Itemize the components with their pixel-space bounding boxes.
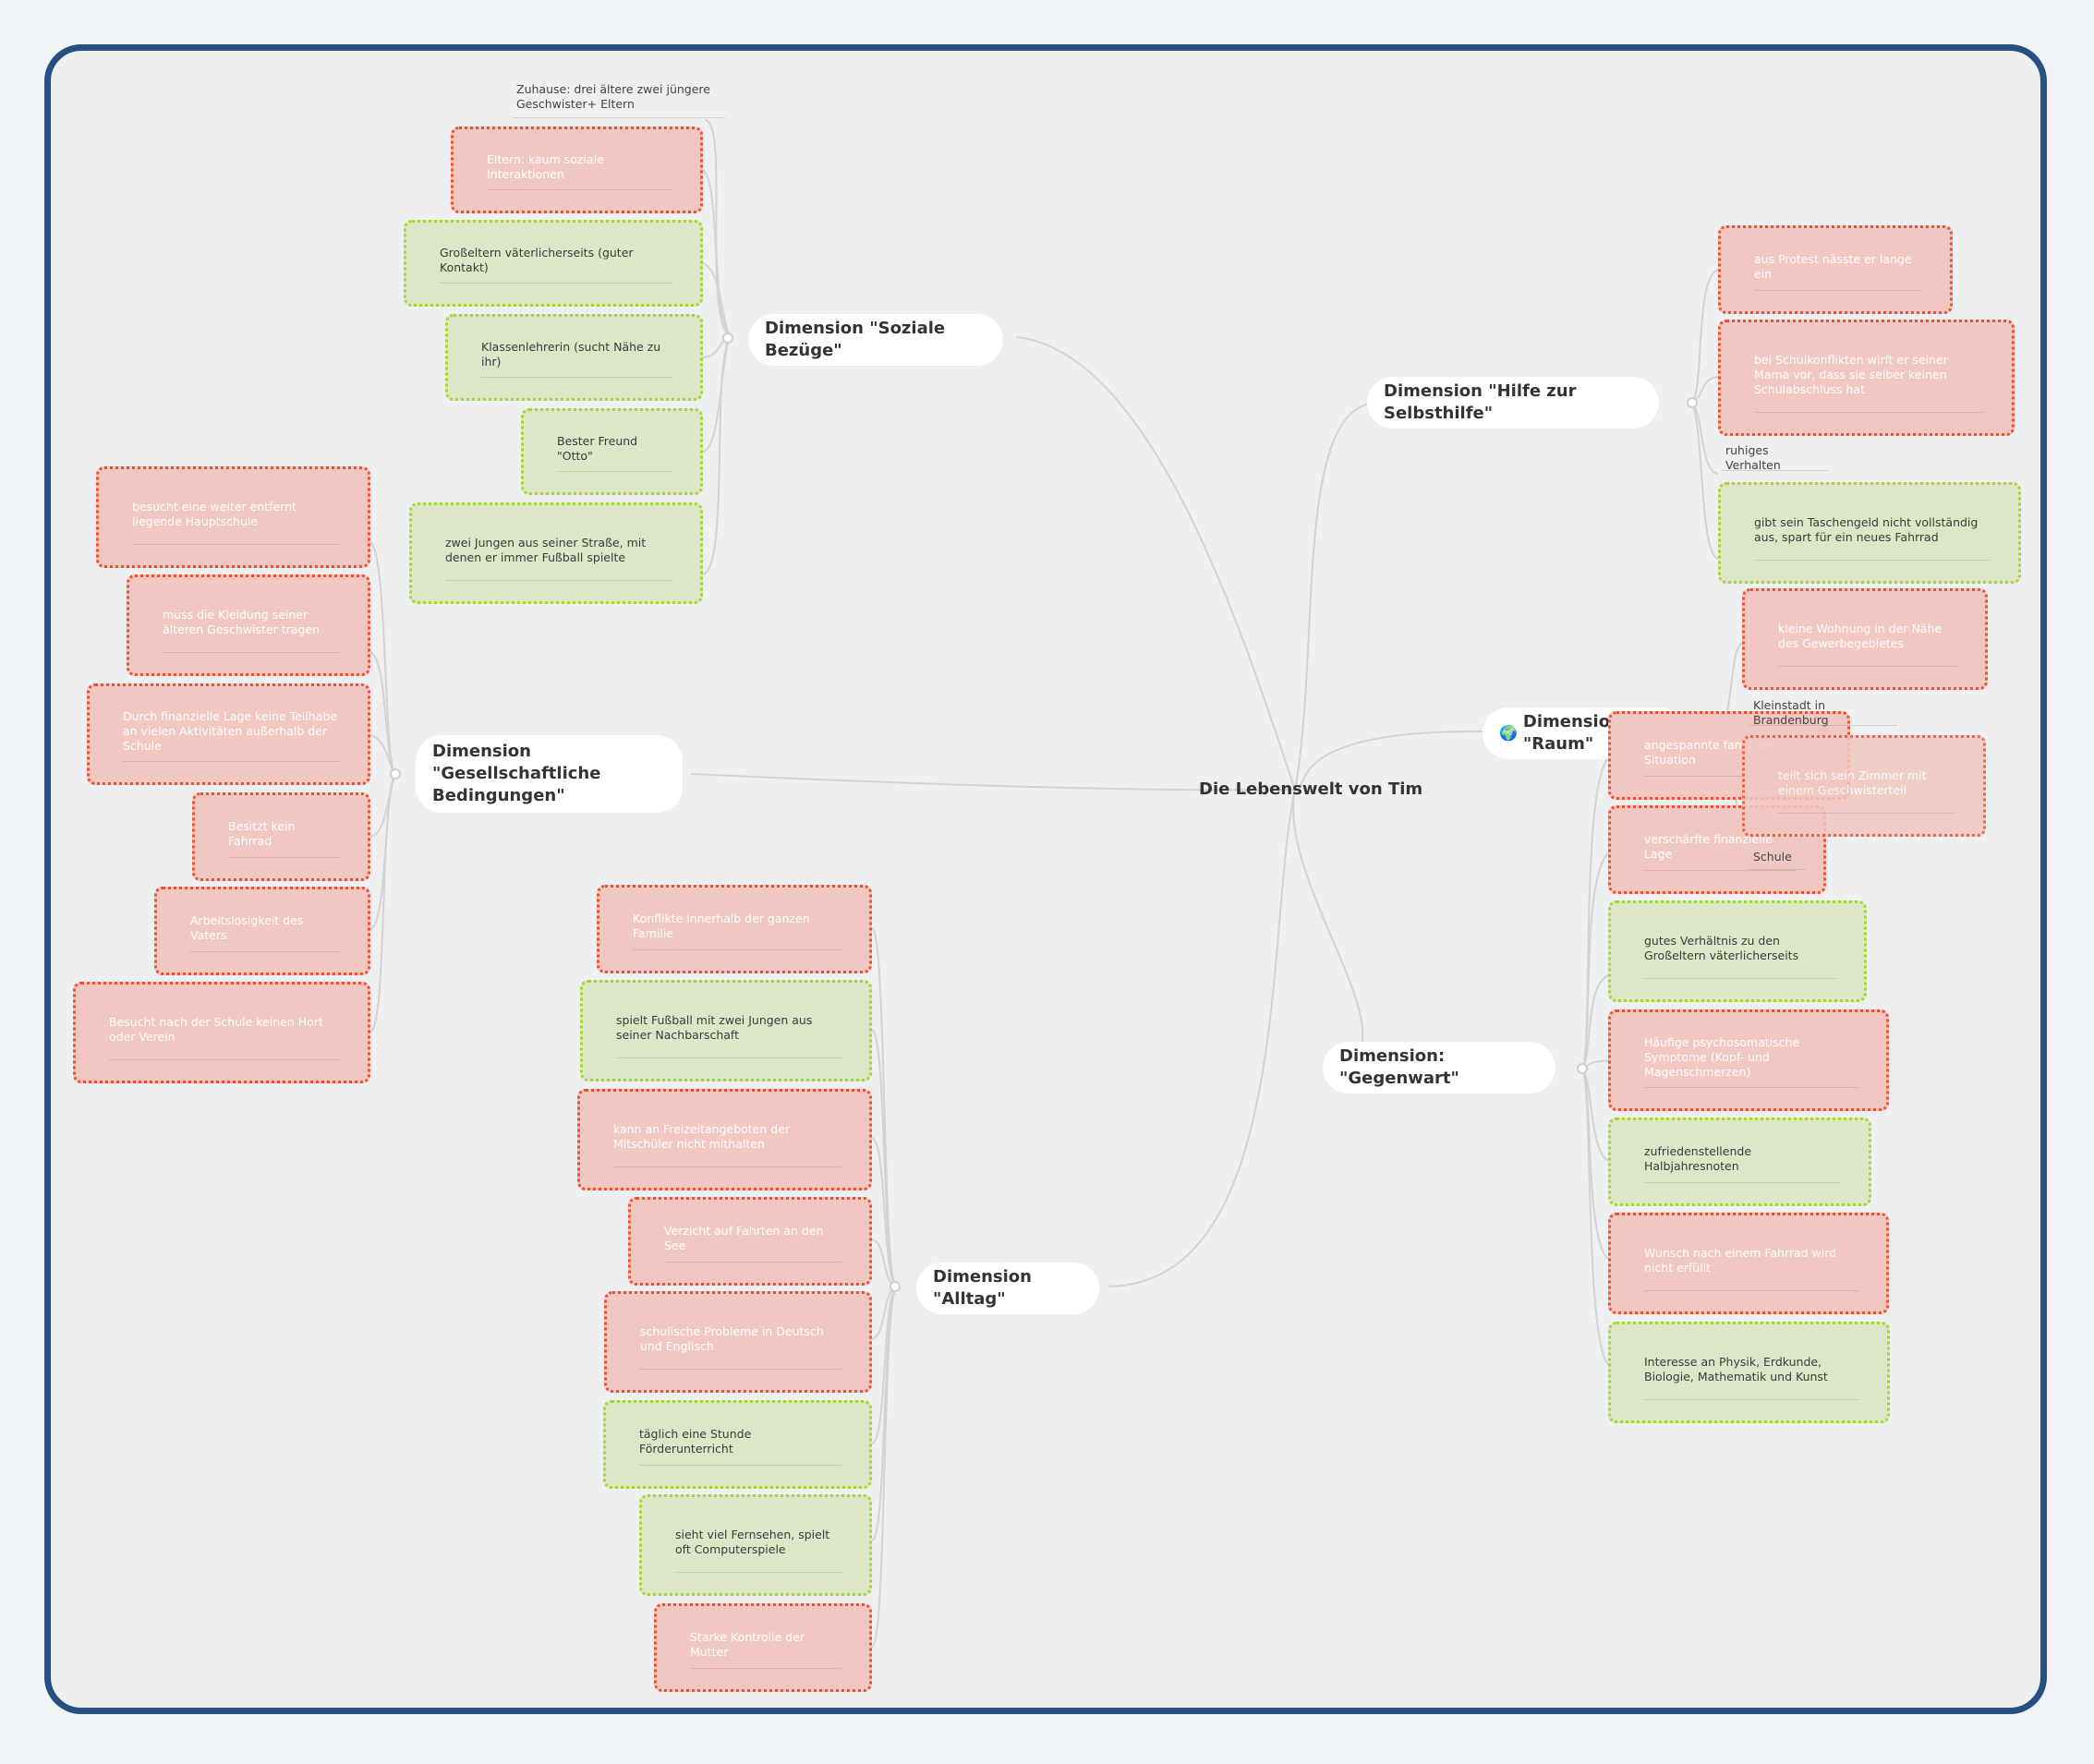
topic-label: Schule — [1753, 850, 1792, 864]
topic-label: spielt Fußball mit zwei Jungen aus seine… — [616, 1013, 813, 1042]
topic-node[interactable]: spielt Fußball mit zwei Jungen aus seine… — [580, 980, 872, 1081]
topic-node[interactable]: kleine Wohnung in der Nähe des Gewerbege… — [1742, 588, 1988, 690]
branch-toggle[interactable] — [722, 332, 733, 344]
topic-label: zwei Jungen aus seiner Straße, mit denen… — [445, 536, 647, 564]
topic-node[interactable]: gutes Verhältnis zu den Großeltern väter… — [1608, 900, 1867, 1002]
topic-label: Verzicht auf Fahrten an den See — [664, 1224, 824, 1252]
topic-label: Interesse an Physik, Erdkunde, Biologie,… — [1644, 1355, 1828, 1383]
topic-node[interactable]: Schule — [1749, 846, 1805, 874]
dimension-label: Dimension "Gesellschaftliche Bedingungen… — [432, 742, 601, 805]
topic-label: täglich eine Stunde Förderunterricht — [639, 1427, 752, 1456]
branch-toggle[interactable] — [1577, 1063, 1588, 1074]
topic-label: Häufige psychosomatische Symptome (Kopf-… — [1644, 1035, 1800, 1079]
topic-label: Großeltern väterlicherseits (guter Konta… — [440, 246, 634, 274]
topic-label: aus Protest nässte er lange ein — [1754, 252, 1912, 281]
topic-label: Eltern: kaum soziale Interaktionen — [487, 152, 604, 181]
topic-label: Durch finanzielle Lage keine Teilhabe an… — [123, 709, 338, 753]
topic-node[interactable]: teilt sich sein Zimmer mit einem Geschwi… — [1742, 735, 1986, 837]
dimension-label: Dimension: "Gegenwart" — [1339, 1046, 1459, 1088]
topic-label: teilt sich sein Zimmer mit einem Geschwi… — [1778, 768, 1927, 797]
topic-node[interactable]: Konflikte innerhalb der ganzen Familie — [597, 885, 872, 973]
topic-node[interactable]: Besitzt kein Fahrrad — [192, 792, 370, 881]
topic-label: sieht viel Fernsehen, spielt oft Compute… — [675, 1528, 830, 1556]
topic-label: Konflikte innerhalb der ganzen Familie — [633, 912, 810, 940]
topic-label: zufriedenstellende Halbjahresnoten — [1644, 1144, 1752, 1173]
topic-node[interactable]: schulische Probleme in Deutsch und Engli… — [604, 1291, 872, 1393]
topic-label: angespannte familiäre Situation — [1644, 738, 1774, 767]
topic-label: gutes Verhältnis zu den Großeltern väter… — [1644, 934, 1799, 962]
topic-label: Wunsch nach einem Fahrrad wird nicht erf… — [1644, 1246, 1837, 1275]
topic-label: Bester Freund "Otto" — [557, 434, 638, 463]
dimension-label: Dimension "Soziale Bezüge" — [765, 319, 946, 360]
dimension-gegenwart[interactable]: Dimension: "Gegenwart" — [1323, 1042, 1555, 1093]
topic-label: Klassenlehrerin (sucht Nähe zu ihr) — [481, 340, 661, 369]
topic-label: Besucht nach der Schule keinen Hort oder… — [109, 1015, 323, 1044]
topic-node[interactable]: täglich eine Stunde Förderunterricht — [603, 1400, 872, 1489]
topic-node[interactable]: Durch finanzielle Lage keine Teilhabe an… — [87, 683, 370, 785]
topic-label: kann an Freizeitangeboten der Mitschüler… — [613, 1122, 791, 1151]
topic-label: Besitzt kein Fahrrad — [228, 819, 296, 848]
dimension-soziale-bezuege[interactable]: Dimension "Soziale Bezüge" — [748, 314, 1003, 366]
topic-node[interactable]: zwei Jungen aus seiner Straße, mit denen… — [409, 502, 703, 604]
topic-label: Arbeitslosigkeit des Vaters — [190, 913, 304, 942]
globe-icon: 🌍 — [1499, 724, 1518, 742]
branch-toggle[interactable] — [390, 768, 401, 779]
branch-toggle[interactable] — [890, 1281, 901, 1292]
topic-node[interactable]: besucht eine weiter entfernt liegende Ha… — [96, 466, 370, 568]
dimension-hilfe-zur-selbsthilfe[interactable]: Dimension "Hilfe zur Selbsthilfe" — [1367, 377, 1659, 429]
topic-label: muss die Kleidung seiner älteren Geschwi… — [163, 608, 321, 636]
topic-label: Kleinstadt in Brandenburg — [1753, 698, 1829, 727]
topic-node[interactable]: muss die Kleidung seiner älteren Geschwi… — [127, 574, 370, 676]
dimension-label: Dimension "Hilfe zur Selbsthilfe" — [1384, 381, 1577, 423]
topic-node[interactable]: Bester Freund "Otto" — [521, 408, 703, 495]
topic-node[interactable]: kann an Freizeitangeboten der Mitschüler… — [577, 1089, 872, 1190]
topic-label: bei Schulkonflikten wirft er seiner Mama… — [1754, 353, 1948, 396]
topic-node[interactable]: sieht viel Fernsehen, spielt oft Compute… — [639, 1494, 872, 1596]
dimension-gesellschaftliche-bedingungen[interactable]: Dimension "Gesellschaftliche Bedingungen… — [416, 735, 683, 813]
topic-node[interactable]: Kleinstadt in Brandenburg — [1749, 698, 1897, 730]
topic-node[interactable]: Starke Kontrolle der Mutter — [654, 1603, 872, 1692]
topic-label: verschärfte finanzielle Lage — [1644, 832, 1773, 861]
topic-node[interactable]: Großeltern väterlicherseits (guter Konta… — [404, 220, 703, 307]
dimension-label: Dimension "Alltag" — [933, 1267, 1032, 1309]
topic-label: kleine Wohnung in der Nähe des Gewerbege… — [1778, 622, 1943, 650]
topic-node[interactable]: Klassenlehrerin (sucht Nähe zu ihr) — [445, 314, 703, 401]
topic-label: schulische Probleme in Deutsch und Engli… — [640, 1324, 824, 1353]
topic-label: gibt sein Taschengeld nicht vollständig … — [1754, 515, 1979, 544]
topic-node[interactable]: Eltern: kaum soziale Interaktionen — [451, 127, 703, 213]
topic-label: besucht eine weiter entfernt liegende Ha… — [132, 500, 297, 528]
topic-node[interactable]: aus Protest nässte er lange ein — [1718, 225, 1953, 314]
topic-node[interactable]: zufriedenstellende Halbjahresnoten — [1608, 1118, 1871, 1206]
topic-node[interactable]: Interesse an Physik, Erdkunde, Biologie,… — [1608, 1322, 1890, 1423]
topic-node[interactable]: Zuhause: drei ältere zwei jüngere Geschw… — [513, 78, 725, 122]
topic-node[interactable]: Verzicht auf Fahrten an den See — [628, 1197, 872, 1286]
dimension-alltag[interactable]: Dimension "Alltag" — [916, 1263, 1099, 1314]
topic-label: Zuhause: drei ältere zwei jüngere Geschw… — [516, 82, 710, 111]
topic-label: ruhiges Verhalten — [1725, 443, 1781, 472]
topic-node[interactable]: Wunsch nach einem Fahrrad wird nicht erf… — [1608, 1213, 1889, 1314]
topic-node[interactable]: Besucht nach der Schule keinen Hort oder… — [73, 982, 370, 1083]
topic-node[interactable]: bei Schulkonflikten wirft er seiner Mama… — [1718, 320, 2015, 436]
topic-node[interactable]: gibt sein Taschengeld nicht vollständig … — [1718, 482, 2021, 584]
topic-node[interactable]: Arbeitslosigkeit des Vaters — [154, 887, 370, 975]
branch-toggle[interactable] — [1687, 397, 1698, 408]
topic-label: Starke Kontrolle der Mutter — [690, 1630, 805, 1659]
central-topic[interactable]: Die Lebenswelt von Tim — [1199, 779, 1423, 799]
topic-node[interactable]: Häufige psychosomatische Symptome (Kopf-… — [1608, 1009, 1889, 1111]
topic-node[interactable]: ruhiges Verhalten — [1722, 443, 1829, 475]
dimension-label: Dimension "Raum" — [1522, 712, 1622, 754]
